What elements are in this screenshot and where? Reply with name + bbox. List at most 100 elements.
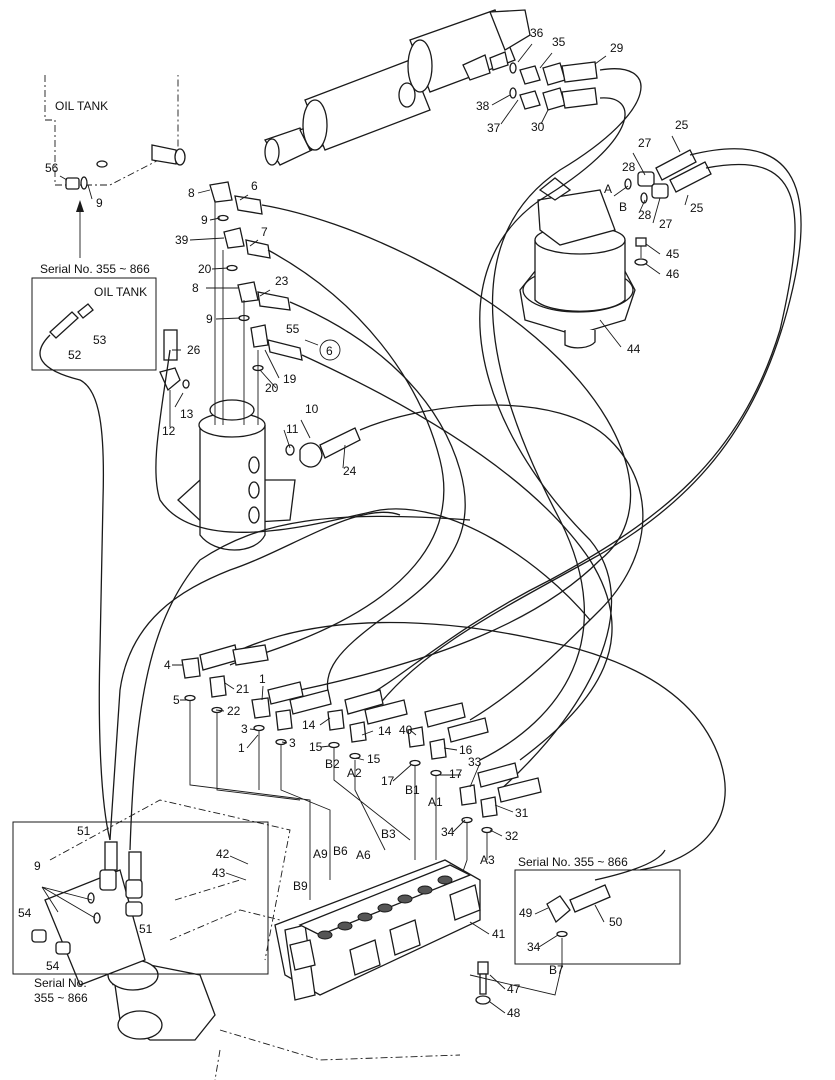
part-label: 3: [289, 736, 296, 750]
serial-box-3: [514, 869, 681, 965]
part-label: 34: [441, 825, 455, 839]
part-label: 8: [192, 281, 199, 295]
part-label: 13: [180, 407, 194, 421]
part-label: 15: [309, 740, 323, 754]
plug-56: [65, 176, 88, 190]
part-label: 38: [476, 99, 490, 113]
part-label: 6: [251, 179, 258, 193]
part-label: 52: [68, 348, 82, 362]
part-label: 25: [690, 201, 704, 215]
hose-fitting-52: [49, 303, 94, 339]
oil-tank-outline: [44, 75, 186, 186]
part-label: 27: [659, 217, 673, 231]
part-label: 32: [505, 829, 519, 843]
part-label: 1: [238, 741, 245, 755]
part-label: 20: [198, 262, 212, 276]
part-label: 41: [492, 927, 506, 941]
swivel-joint: [177, 399, 296, 551]
part-label: 45: [666, 247, 680, 261]
swivel-fittings: [159, 329, 361, 468]
bolt-45: [634, 237, 648, 266]
lower-fittings: [181, 644, 542, 834]
part-label: 51: [77, 824, 91, 838]
part-label: 36: [530, 26, 544, 40]
part-label: 9: [96, 196, 103, 210]
part-label: 24: [343, 464, 357, 478]
serial-label-3b: 355 ~ 866: [34, 991, 88, 1005]
part-label: 14: [302, 718, 316, 732]
part-label: 20: [265, 381, 279, 395]
part-label: 44: [627, 342, 641, 356]
part-label: 42: [216, 847, 230, 861]
part-label: 4: [164, 658, 171, 672]
part-label: 43: [212, 866, 226, 880]
part-label: 28: [638, 208, 652, 222]
part-label: 30: [531, 120, 545, 134]
part-label: 37: [487, 121, 501, 135]
part-label: 31: [515, 806, 529, 820]
part-label: 14: [378, 724, 392, 738]
part-label: 34: [527, 940, 541, 954]
part-label: 51: [139, 922, 153, 936]
part-label: 29: [610, 41, 624, 55]
part-label: A3: [480, 853, 495, 867]
part-label: B1: [405, 783, 420, 797]
serial-box-2: [12, 821, 269, 975]
part-label: A9: [313, 847, 328, 861]
part-label: B: [619, 200, 627, 214]
part-label: 17: [381, 774, 395, 788]
part-label: 11: [286, 422, 299, 436]
part-label: 7: [261, 225, 268, 239]
part-label: B3: [381, 827, 396, 841]
part-label: 54: [18, 906, 32, 920]
part-label: 40: [399, 723, 413, 737]
part-label: 21: [236, 682, 250, 696]
part-label: B9: [293, 879, 308, 893]
frame: [44, 799, 461, 1080]
part-label: 55: [286, 322, 300, 336]
part-label: 10: [305, 402, 319, 416]
serial-label-3a: Serial No.: [34, 976, 87, 990]
oil-tank-box-label: OIL TANK: [94, 285, 147, 299]
hoses: [109, 68, 802, 881]
part-label: 5: [173, 693, 180, 707]
part-label: 8: [188, 186, 195, 200]
control-valve: [274, 859, 481, 1001]
part-label: B6: [333, 844, 348, 858]
boom-cylinder: [264, 9, 531, 166]
serial-label-1: Serial No. 355 ~ 866: [40, 262, 150, 276]
part-label: 28: [622, 160, 636, 174]
part-label: 33: [468, 755, 482, 769]
fittings-27-28: [624, 149, 712, 204]
hose-fitting-49-50: [546, 884, 611, 938]
part-label: 16: [459, 743, 473, 757]
part-label: B2: [325, 757, 340, 771]
part-label: 46: [666, 267, 680, 281]
part-label: A2: [347, 766, 362, 780]
part-label: 54: [46, 959, 60, 973]
part-label: 39: [175, 233, 189, 247]
part-label: 22: [227, 704, 241, 718]
part-label: 12: [162, 424, 176, 438]
part-label: 25: [675, 118, 689, 132]
serial-box-1: [31, 277, 157, 371]
part-label: 53: [93, 333, 107, 347]
part-label: 3: [241, 722, 248, 736]
part-label: 48: [507, 1006, 521, 1020]
part-label: 27: [638, 136, 652, 150]
part-label: 1: [259, 672, 266, 686]
fittings-35-36: [509, 61, 598, 111]
part-label: 15: [367, 752, 381, 766]
part-label: 23: [275, 274, 289, 288]
part-label: 9: [206, 312, 213, 326]
oil-tank-label: OIL TANK: [55, 99, 108, 113]
part-label: 50: [609, 915, 623, 929]
tank-fittings-51: [31, 841, 143, 955]
part-label: 26: [187, 343, 201, 357]
part-label: B7: [549, 963, 564, 977]
part-label: 17: [449, 767, 463, 781]
part-label: 47: [507, 982, 521, 996]
